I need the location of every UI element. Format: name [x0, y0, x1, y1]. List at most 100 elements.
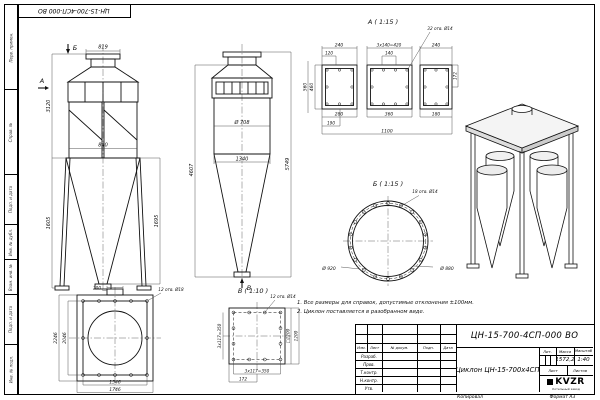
tb-line — [356, 334, 456, 335]
dim-label: 172 — [453, 72, 458, 80]
section-label-b: Б — [73, 44, 78, 52]
margin-field: Подп. и дата — [5, 295, 17, 345]
tb-line — [367, 325, 368, 352]
tb-row-prov: Пров. — [363, 361, 375, 367]
margin-field-label: Взам. инв. № — [8, 263, 14, 291]
dim-label: Ø 880 — [439, 265, 454, 272]
logo-icon — [547, 378, 554, 385]
dim-label: 3х140=420 — [377, 43, 402, 48]
tb-line — [539, 375, 593, 376]
tb-doc-number: ЦН-15-700-4СП-000 ВО — [470, 331, 579, 341]
tb-col-list: Лист — [369, 345, 380, 350]
tb-line — [456, 347, 593, 348]
tb-line — [382, 325, 383, 392]
tb-line — [539, 355, 593, 356]
side-geometry — [210, 51, 274, 278]
dim-label: 3120 — [46, 100, 52, 113]
detail-v-centerlines — [223, 302, 291, 370]
tb-row-utv: Утв. — [364, 385, 374, 391]
format-label: Формат А3 — [549, 395, 576, 400]
tb-col-izm: Изм. — [357, 345, 366, 350]
tb-row-nkontr: Н.контр. — [360, 377, 378, 383]
detail-b-title: Б ( 1:15 ) — [373, 180, 403, 188]
dim-label: 360 — [385, 112, 394, 118]
dim-label: 460 — [309, 83, 315, 92]
tb-line — [356, 384, 456, 385]
tb-row-tkontr: Т.контр. — [360, 369, 378, 375]
holes-callout: 12 отв. Ø14 — [270, 294, 296, 299]
front-view: Б А 819 3120 840 1695 1605 — [38, 44, 161, 291]
dim-label: 819 — [98, 45, 108, 51]
margin-field-label: Справ. № — [8, 122, 14, 142]
dim-label: □1200 — [286, 328, 291, 343]
dim-label: 2046 — [62, 332, 68, 344]
note-line-1: 1. Все размеры для справок, допустимые о… — [297, 300, 474, 306]
tb-product-name: Циклон ЦН-15-700х4СП — [456, 365, 539, 374]
tb-mass-label: Масса — [558, 348, 572, 354]
dim-label: 1546 — [109, 380, 121, 386]
view-label-a: А — [39, 77, 44, 85]
margin-field: Перв. примен. — [5, 5, 17, 90]
tb-line — [417, 325, 418, 392]
dim-label: 4607 — [189, 163, 195, 177]
isometric-view — [464, 103, 580, 279]
margin-field-label: Инв. № подл. — [8, 355, 14, 384]
section-arrow-b-icon — [66, 44, 70, 54]
margin-field-label: Подп. и дата — [8, 305, 14, 334]
dim-label: 120 — [325, 51, 333, 56]
dim-label: 560 — [303, 83, 309, 92]
dim-label: 1100 — [381, 129, 393, 135]
tb-lit-label: Лит. — [543, 348, 552, 354]
detail-a-dimension-lines — [307, 31, 459, 135]
holes-callout: 32 отв. Ø14 — [427, 26, 453, 31]
tb-scale-label: Масштаб — [574, 349, 593, 353]
tb-line — [574, 347, 575, 365]
dim-label: Ø 920 — [321, 265, 336, 272]
top-doc-number: ЦН-15-700-4СП-000 ВО — [38, 7, 110, 14]
tb-mass-value: 1572,2 — [556, 357, 574, 363]
tb-line — [440, 325, 441, 392]
note-line-2: 2. Циклон поставляется в разобранном вид… — [297, 309, 425, 315]
dim-label: 1605 — [46, 217, 52, 230]
left-margin-column: Перв. примен. Справ. № Подп. и дата Инв.… — [4, 4, 18, 395]
margin-field: Справ. № — [5, 90, 17, 175]
dim-label: 172 — [239, 377, 247, 382]
tb-scale-value: 1:40 — [577, 357, 590, 363]
margin-field: Подп. и дата — [5, 175, 17, 225]
view-arrow-v-icon — [240, 278, 244, 288]
dim-label: 240 — [432, 43, 441, 49]
detail-v-dimension-lines — [222, 299, 300, 383]
dim-label: 5749 — [285, 158, 291, 171]
tb-line — [567, 365, 568, 375]
margin-field-label: Перв. примен. — [8, 31, 14, 63]
detail-a-view: А ( 1:15 ) 240 3х1 — [303, 18, 459, 135]
tb-line — [539, 347, 540, 392]
margin-field-label: Подп. и дата — [8, 185, 14, 214]
bottom-dimension-lines — [58, 286, 162, 393]
view-arrow-a-icon — [38, 86, 49, 90]
dim-label: Ø 708 — [233, 119, 249, 126]
bottom-view: 200 12 отв. Ø18 2246 2046 1546 1746 — [53, 286, 184, 394]
detail-v-geometry — [228, 307, 286, 365]
holes-callout: 18 отв. Ø14 — [412, 189, 438, 194]
detail-b-geometry — [347, 200, 429, 282]
tb-sheet-label: Лист — [548, 367, 558, 373]
dim-label: 1340 — [236, 157, 249, 163]
detail-a-geometry — [321, 64, 453, 110]
logo-subtext: Котельный завод — [552, 386, 580, 391]
side-view: В Ø 708 1340 4607 5749 — [189, 44, 292, 292]
detail-a-title: А ( 1:15 ) — [367, 18, 398, 26]
iso-geometry — [464, 103, 580, 279]
tb-row-razrab: Разраб. — [361, 353, 377, 359]
view-label-v: В — [247, 284, 252, 292]
dim-label: 140 — [385, 51, 393, 56]
margin-field: Инв. № подл. — [5, 345, 17, 394]
dim-label: 190 — [327, 121, 335, 126]
tb-line — [456, 325, 458, 392]
detail-v-view: В ( 1:10 ) 12 отв. Ø14 □1200 1200 3х117=… — [217, 287, 300, 383]
top-doc-number-box: ЦН-15-700-4СП-000 ВО — [18, 4, 131, 18]
detail-b-centerlines — [343, 196, 433, 286]
tb-line — [544, 355, 546, 365]
dim-label: 1695 — [154, 215, 160, 228]
front-dimension-lines — [51, 49, 161, 289]
